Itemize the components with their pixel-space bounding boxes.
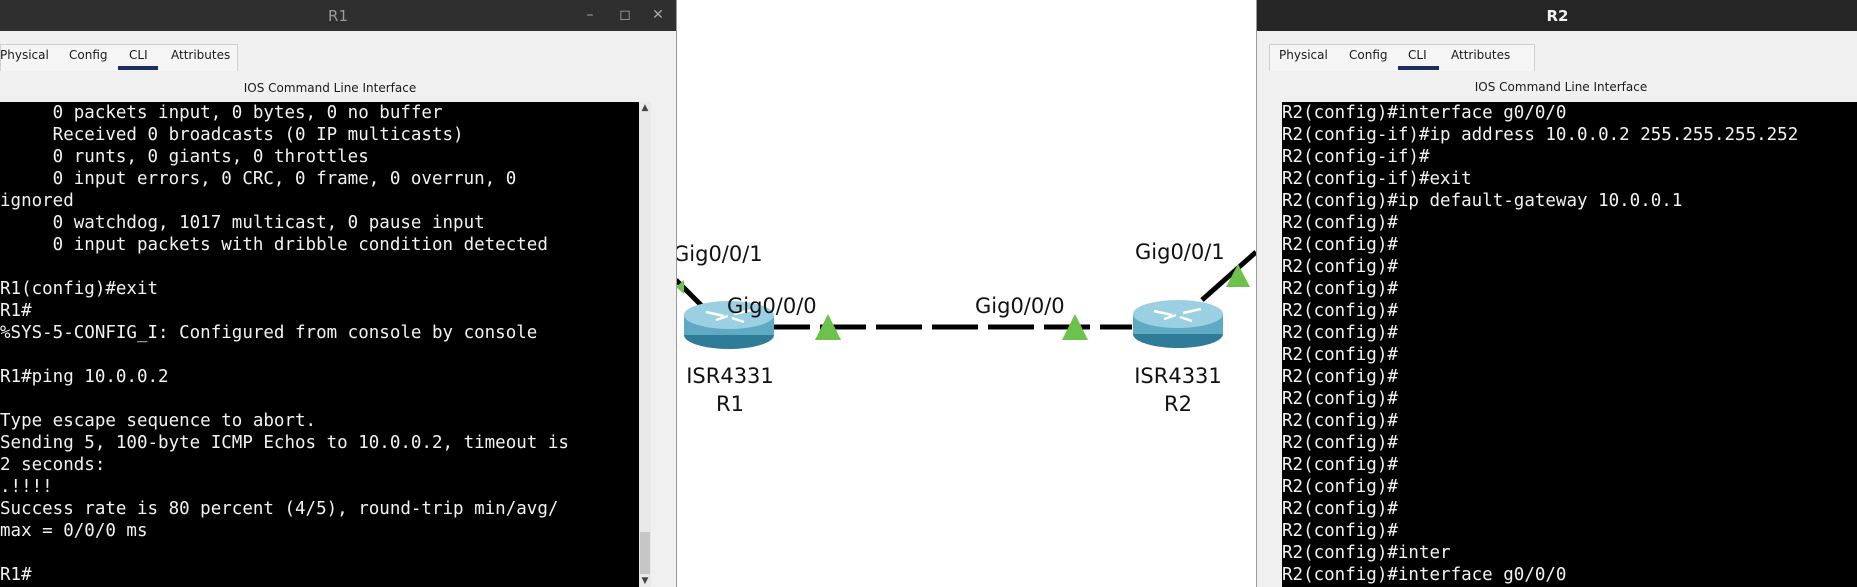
router-r2-label[interactable]: ISR4331 R2 xyxy=(1118,362,1238,418)
terminal-line: R2(config)# xyxy=(1282,367,1398,387)
terminal-line: R2(config)# xyxy=(1282,389,1398,409)
r2-gig000-label: Gig0/0/0 xyxy=(975,294,1065,318)
terminal-line xyxy=(0,542,639,564)
r1-titlebar[interactable]: R1 – ◻ ✕ xyxy=(0,0,676,31)
close-icon[interactable]: ✕ xyxy=(652,7,664,23)
terminal-line xyxy=(0,256,639,278)
r1-active-tab-indicator xyxy=(118,66,158,70)
terminal-line: 0 input errors, 0 CRC, 0 frame, 0 overru… xyxy=(0,169,517,189)
r2-gig001-label: Gig0/0/1 xyxy=(1135,240,1225,264)
router-r2-name: R2 xyxy=(1164,392,1192,416)
r2-right-link xyxy=(1200,250,1256,302)
scroll-up-icon[interactable]: ▲ xyxy=(641,103,649,113)
scroll-down-icon[interactable]: ▼ xyxy=(641,576,649,586)
terminal-line: R2(config)#inter xyxy=(1282,543,1451,563)
r2-titlebar[interactable]: R2 xyxy=(1257,0,1857,31)
terminal-line: R1# xyxy=(0,565,32,585)
router-r2-icon xyxy=(1133,300,1223,348)
terminal-line: R2(config)#interface g0/0/0 xyxy=(1282,565,1567,585)
terminal-line: R2(config-if)# xyxy=(1282,147,1430,167)
router-r1-icon xyxy=(684,301,774,349)
terminal-line: Received 0 broadcasts (0 IP multicasts) xyxy=(0,125,464,145)
r1-tab-physical[interactable]: Physical xyxy=(0,48,49,62)
terminal-line: R2(config)# xyxy=(1282,257,1398,277)
terminal-line: 2 seconds: xyxy=(0,455,106,475)
r1-cli-scrollbar[interactable]: ▲ ▼ xyxy=(639,102,651,587)
r1-cli-terminal[interactable]: 0 packets input, 0 bytes, 0 no buffer Re… xyxy=(0,102,639,587)
terminal-line: max = 0/0/0 ms xyxy=(0,521,148,541)
terminal-line: 0 input packets with dribble condition d… xyxy=(0,235,548,255)
terminal-line: .!!!! xyxy=(0,477,53,497)
r2-gig000-port-indicator xyxy=(1062,314,1088,340)
router-r1-label[interactable]: ISR4331 R1 xyxy=(670,362,790,418)
terminal-line: R2(config)# xyxy=(1282,499,1398,519)
terminal-line: R2(config)# xyxy=(1282,521,1398,541)
r1-scroll-thumb[interactable] xyxy=(640,532,650,574)
terminal-line: R2(config)# xyxy=(1282,235,1398,255)
terminal-line: R1#ping 10.0.0.2 xyxy=(0,367,169,387)
terminal-line: R2(config)# xyxy=(1282,455,1398,475)
terminal-line: R1# xyxy=(0,301,32,321)
minimize-icon[interactable]: – xyxy=(586,7,594,23)
r1-gig000-label: Gig0/0/0 xyxy=(727,294,817,318)
router-r2-model: ISR4331 xyxy=(1134,364,1222,388)
terminal-line: R1(config)#exit xyxy=(0,279,159,299)
terminal-line: R2(config)# xyxy=(1282,477,1398,497)
r2-active-tab-indicator xyxy=(1398,66,1439,70)
r1-device-window: R1 – ◻ ✕ Physical Config CLI Attributes … xyxy=(0,0,677,587)
r2-tab-attributes[interactable]: Attributes xyxy=(1451,48,1511,62)
terminal-line: R2(config)# xyxy=(1282,345,1398,365)
terminal-line: ignored xyxy=(0,191,74,211)
r1-gig001-label: Gig0/0/1 xyxy=(673,242,763,266)
topology-drawing xyxy=(676,250,1256,349)
terminal-line: Sending 5, 100-byte ICMP Echos to 10.0.0… xyxy=(0,433,569,453)
terminal-line: 0 packets input, 0 bytes, 0 no buffer xyxy=(0,103,443,123)
terminal-line: R2(config)#ip default-gateway 10.0.0.1 xyxy=(1282,191,1683,211)
terminal-line xyxy=(0,344,639,366)
terminal-line: Success rate is 80 percent (4/5), round-… xyxy=(0,499,559,519)
r2-tab-physical[interactable]: Physical xyxy=(1279,48,1328,62)
terminal-line: R2(config)#interface g0/0/0 xyxy=(1282,103,1567,123)
r2-gig001-port-indicator xyxy=(1226,264,1250,287)
terminal-line: R2(config-if)#exit xyxy=(1282,169,1472,189)
terminal-line: R2(config)# xyxy=(1282,323,1398,343)
r2-window-title: R2 xyxy=(1546,7,1569,25)
r2-device-window: R2 Physical Config CLI Attributes IOS Co… xyxy=(1256,0,1857,587)
terminal-line: R2(config)# xyxy=(1282,213,1398,233)
terminal-line: 0 watchdog, 1017 multicast, 0 pause inpu… xyxy=(0,213,485,233)
terminal-line: R2(config)# xyxy=(1282,433,1398,453)
r1-gig000-port-indicator xyxy=(815,314,841,340)
terminal-line: R2(config)# xyxy=(1282,279,1398,299)
r2-cli-caption: IOS Command Line Interface xyxy=(1474,80,1648,94)
terminal-line: 0 runts, 0 giants, 0 throttles xyxy=(0,147,369,167)
router-r1-model: ISR4331 xyxy=(686,364,774,388)
topology-canvas[interactable]: Gig0/0/1 Gig0/0/0 Gig0/0/0 Gig0/0/1 ISR4… xyxy=(673,0,1256,587)
r1-window-title: R1 xyxy=(328,7,348,25)
terminal-line: %SYS-5-CONFIG_I: Configured from console… xyxy=(0,323,538,343)
r1-gig001-port-indicator xyxy=(676,280,684,294)
terminal-line: R2(config)# xyxy=(1282,301,1398,321)
terminal-line: R2(config)# xyxy=(1282,411,1398,431)
r2-tab-cli[interactable]: CLI xyxy=(1408,48,1427,62)
router-r1-name: R1 xyxy=(716,392,744,416)
r1-tab-cli[interactable]: CLI xyxy=(129,48,148,62)
terminal-line xyxy=(0,388,639,410)
terminal-line: Type escape sequence to abort. xyxy=(0,411,317,431)
r2-tab-config[interactable]: Config xyxy=(1349,48,1388,62)
maximize-icon[interactable]: ◻ xyxy=(619,7,631,23)
terminal-line: R2(config-if)#ip address 10.0.0.2 255.25… xyxy=(1282,125,1799,145)
r1-cli-caption: IOS Command Line Interface xyxy=(243,81,417,95)
r1-tab-attributes[interactable]: Attributes xyxy=(171,48,231,62)
r1-tab-config[interactable]: Config xyxy=(69,48,108,62)
